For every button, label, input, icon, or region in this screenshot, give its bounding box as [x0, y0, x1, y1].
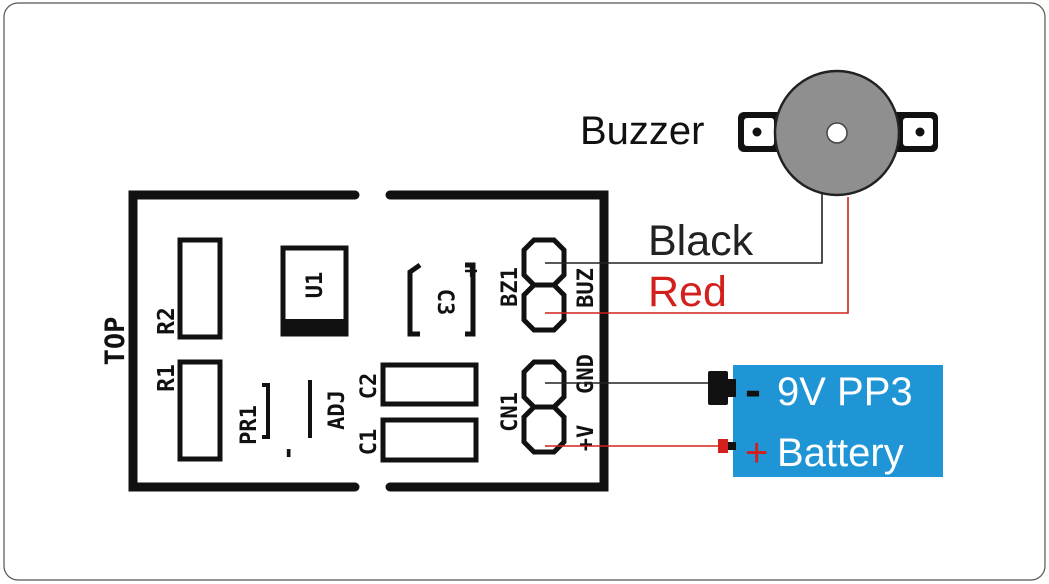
black-wire-label: Black — [648, 217, 754, 265]
black-wire-buzzer — [545, 193, 823, 264]
u1-label: U1 — [303, 272, 328, 299]
buzzer-label: Buzzer — [580, 109, 705, 153]
pr1-label: PR1 — [237, 405, 262, 445]
resistor-r1-footprint — [177, 359, 223, 462]
c1-label: C1 — [357, 429, 382, 456]
bz1-label: BZ1 — [498, 267, 523, 307]
red-wire-buzzer — [545, 197, 849, 314]
c3-label: C3 — [432, 289, 457, 316]
u1-footprint — [280, 245, 349, 337]
cn1-connector — [521, 359, 567, 455]
pcb-outline — [128, 190, 609, 492]
battery-plus-label: + — [745, 431, 768, 475]
capacitor-c1-footprint — [380, 417, 479, 463]
gnd-label: GND — [574, 354, 599, 394]
r1-label: R1 — [154, 364, 180, 392]
battery-minus-label: - — [745, 364, 761, 417]
plus-v-label: +V — [574, 425, 599, 452]
pr1-footprint — [262, 383, 270, 439]
battery — [708, 365, 943, 477]
resistor-r2-footprint — [177, 237, 223, 340]
battery-type-label: Battery — [777, 431, 904, 475]
cn1-label: CN1 — [498, 392, 523, 432]
capacitor-c3-footprint — [407, 262, 476, 337]
capacitor-c2-footprint — [380, 362, 479, 407]
red-wire-label: Red — [648, 268, 727, 316]
buzzer — [738, 69, 938, 197]
battery-voltage-label: 9V PP3 — [777, 370, 913, 414]
adj-label: ADJ — [325, 390, 350, 430]
buz-label: BUZ — [574, 268, 599, 308]
bz1-connector — [521, 237, 567, 333]
pcb-top-label: TOP — [100, 317, 131, 366]
c2-label: C2 — [357, 373, 382, 400]
pcb-dash-mark: - — [273, 445, 303, 461]
r2-label: R2 — [154, 307, 180, 335]
c3-plus-label: + — [458, 264, 483, 277]
